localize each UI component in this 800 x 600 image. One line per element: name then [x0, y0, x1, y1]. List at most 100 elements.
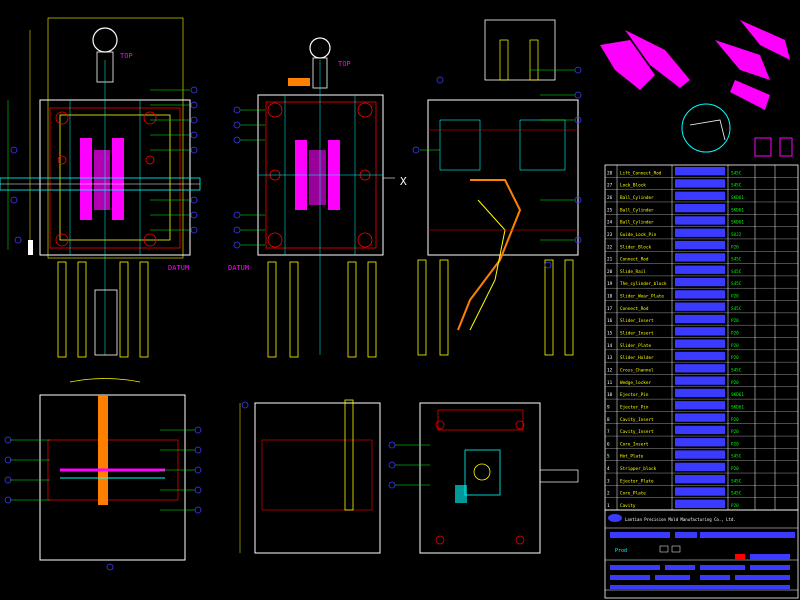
bom-row-name: Lock_Block	[620, 183, 646, 189]
bom-row-name: Connect_Rod	[620, 257, 649, 263]
bom-row-size-cell	[675, 314, 725, 324]
bom-row-no: 16	[607, 318, 613, 324]
bom-row-no: 20	[607, 269, 613, 275]
bom-row-no: 4	[607, 466, 610, 472]
bom-row-name: Cavity	[620, 503, 636, 509]
bom-row-spec: SUJ2	[731, 232, 742, 238]
part-sketches[interactable]	[600, 20, 793, 157]
bom-row-no: 8	[607, 417, 610, 423]
bom-row-size-cell	[675, 462, 725, 472]
bom-row-name: Ejector_Pin	[620, 392, 649, 398]
datum-label-1: DATUM	[168, 264, 189, 272]
bom-row-spec: P20	[731, 417, 739, 423]
bom-row-name: Core_Plate	[620, 491, 646, 497]
bom-row-name: Ball_Cylinder	[620, 207, 654, 213]
bom-row-spec: P20	[731, 466, 739, 472]
bom-row-no: 10	[607, 392, 613, 398]
bom-row-spec: SKD61	[731, 207, 744, 213]
bom-row-spec: S45C	[731, 170, 742, 176]
bom-row-no: 27	[607, 183, 613, 189]
bom-row-no: 11	[607, 380, 613, 386]
bom-row-spec: S45C	[731, 281, 742, 287]
bom-row-name: Ball_Cylinder	[620, 195, 654, 201]
bom-row-size-cell	[675, 388, 725, 398]
bom-row-name: Ball_Cylinder	[620, 220, 654, 226]
bom-row-size-cell	[675, 167, 725, 176]
bom-row-spec: S45C	[731, 367, 742, 373]
bom-row-name: Cross_Channel	[620, 367, 654, 373]
bom-row-spec: P20	[731, 331, 739, 337]
front-view-center[interactable]: TOP DATUM	[228, 37, 395, 358]
bom-row-no: 26	[607, 195, 613, 201]
bom-row-size-cell	[675, 216, 725, 225]
bom-row-size-cell	[675, 253, 725, 262]
bom-row-spec: S45C	[731, 454, 742, 460]
bom-row-name: Cavity_Insert	[620, 429, 654, 435]
bom-row-name: Lift_Connect_Rod	[620, 170, 662, 176]
x-marker-label: X	[400, 175, 407, 188]
bom-row-size-cell	[675, 327, 725, 336]
bom-row-no: 21	[607, 257, 613, 263]
bom-row-size-cell	[675, 499, 725, 508]
bom-row-spec: P20	[731, 503, 739, 509]
top-label-1: TOP	[120, 52, 133, 60]
bom-row-size-cell	[675, 376, 725, 385]
bom-row-no: 19	[607, 281, 613, 287]
bom-row-size-cell	[675, 438, 725, 447]
bom-row-no: 22	[607, 244, 613, 250]
bom-row-no: 14	[607, 343, 613, 349]
bom-row-name: Ejector_Pin	[620, 404, 649, 410]
bom-row-name: The_cylinder_block	[620, 281, 667, 287]
title-block[interactable]: Lantian Precision Mold Manufacturing Co.…	[604, 509, 799, 599]
front-view-left[interactable]: TOP DATUM	[0, 17, 201, 358]
bom-row-name: Ejector_Plate	[620, 478, 654, 484]
bom-row-spec: S45C	[731, 257, 742, 263]
bom-row-size-cell	[675, 450, 725, 459]
bom-row-size-cell	[675, 401, 725, 410]
bom-row-spec: SKD61	[731, 392, 744, 398]
section-view-bottom-middle[interactable]	[239, 399, 381, 554]
bom-row-size-cell	[675, 203, 725, 213]
bom-row-spec: P20	[731, 441, 739, 447]
bom-row-no: 17	[607, 306, 613, 312]
bom-row-size-cell	[675, 302, 725, 311]
bom-row-name: Slider_Insert	[620, 331, 654, 337]
bom-row-name: Wedge_locker	[620, 380, 651, 386]
top-view-bottom-right[interactable]	[388, 402, 579, 554]
bom-row-no: 3	[607, 478, 610, 484]
bom-row-name: Slider_Wear_Plate	[620, 294, 664, 300]
bom-row-size-cell	[675, 179, 725, 188]
bom-row-name: Hot_Plate	[620, 454, 644, 460]
bom-row-spec: P20	[731, 294, 739, 300]
bom-row-name: Slider_Block	[620, 244, 651, 250]
bom-row-size-cell	[675, 290, 725, 299]
bom-row-no: 25	[607, 207, 613, 213]
bom-row-name: Guide_Lock_Pin	[620, 232, 657, 238]
bom-row-spec: P20	[731, 244, 739, 250]
side-section-view[interactable]: X	[400, 19, 582, 356]
bom-row-spec: P20	[731, 355, 739, 361]
bom-row-name: Slider_Plate	[620, 343, 651, 349]
bom-row-no: 23	[607, 232, 613, 238]
bom-row-no: 5	[607, 454, 610, 460]
bom-row-spec: P20	[731, 429, 739, 435]
bom-row-spec: SKD61	[731, 220, 744, 226]
bom-row-spec: SKD61	[731, 195, 744, 201]
bom-row-name: Cavity_Insert	[620, 417, 654, 423]
bom-row-size-cell	[675, 351, 725, 361]
bom-row-no: 9	[607, 404, 610, 410]
bom-row-size-cell	[675, 413, 725, 422]
section-view-bottom-left[interactable]	[4, 378, 202, 571]
bom-row-name: Slider_Holder	[620, 355, 654, 361]
bom-row-no: 28	[607, 170, 613, 176]
bom-row-spec: P20	[731, 380, 739, 386]
bom-row-no: 7	[607, 429, 610, 435]
bom-row-name: Slide_Rail	[620, 269, 646, 275]
bom-row-spec: S45C	[731, 183, 742, 189]
bom-row-name: Connect_Rod	[620, 306, 649, 312]
bom-row-size-cell	[675, 277, 725, 287]
bom-row-size-cell	[675, 191, 725, 200]
